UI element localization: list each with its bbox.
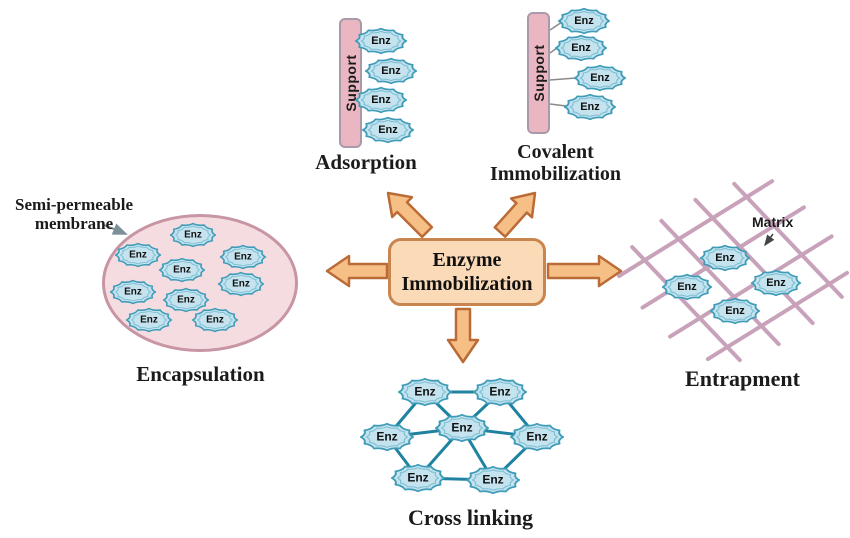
support-label: Support	[530, 44, 547, 102]
enz-blob-text: Enz	[232, 278, 250, 290]
enz-blob-text: Enz	[173, 264, 191, 276]
enz-blob-encapsulation: Enz	[169, 222, 217, 248]
enz-blob-text: Enz	[590, 71, 610, 84]
enz-blob-text: Enz	[371, 34, 391, 47]
enz-blob-text: Enz	[371, 93, 391, 106]
enz-blob-text: Enz	[206, 314, 224, 326]
enz-blob-text: Enz	[677, 280, 697, 293]
cross-linking-label: Cross linking	[408, 505, 533, 530]
enz-blob-text: Enz	[580, 100, 600, 113]
membrane-pointer-arrow	[103, 223, 128, 235]
enz-blob-text: Enz	[381, 64, 401, 77]
covalent-label-line1: Covalent	[517, 141, 594, 163]
enz-blob-encapsulation: Enz	[109, 279, 157, 305]
semi-permeable-annotation-line1: Semi-permeable	[14, 195, 134, 214]
enz-blob-covalent: Enz	[554, 34, 608, 62]
enz-blob-text: Enz	[482, 472, 504, 487]
covalent-label-line2: Immobilization	[489, 163, 622, 185]
radiating-arrows	[325, 191, 623, 364]
adsorption-label: Adsorption	[315, 150, 417, 174]
enz-blob-entrapment: Enz	[661, 273, 713, 301]
enz-blob-cross-linking: Enz	[359, 422, 415, 452]
enz-blob-covalent: Enz	[557, 7, 611, 35]
support-bar-covalent: Support	[527, 12, 550, 134]
enz-blob-encapsulation: Enz	[219, 244, 267, 270]
enz-blob-adsorption: Enz	[354, 86, 408, 114]
center-box: Enzyme Immobilization	[388, 238, 546, 306]
enz-blob-text: Enz	[715, 251, 735, 264]
enz-blob-text: Enz	[414, 384, 436, 399]
enz-blob-text: Enz	[378, 123, 398, 136]
enz-blob-adsorption: Enz	[354, 27, 408, 55]
enz-blob-text: Enz	[571, 41, 591, 54]
enz-blob-covalent: Enz	[573, 64, 627, 92]
enz-blob-text: Enz	[177, 294, 195, 306]
arrow-left	[325, 254, 389, 288]
enz-blob-encapsulation: Enz	[125, 307, 173, 333]
covalent-label: Covalent Immobilization	[468, 141, 643, 185]
enz-blob-text: Enz	[725, 304, 745, 317]
enz-blob-cross-linking: Enz	[472, 377, 528, 407]
enz-blob-text: Enz	[451, 420, 473, 435]
enz-blob-encapsulation: Enz	[162, 287, 210, 313]
enz-blob-text: Enz	[129, 249, 147, 261]
enz-blob-encapsulation: Enz	[217, 271, 265, 297]
enz-blob-text: Enz	[234, 251, 252, 263]
enz-blob-entrapment: Enz	[750, 269, 802, 297]
arrow-down	[446, 307, 480, 364]
enz-blob-encapsulation: Enz	[158, 257, 206, 283]
entrapment-label: Entrapment	[685, 366, 800, 391]
enz-blob-cross-linking: Enz	[390, 463, 446, 493]
enz-blob-text: Enz	[489, 384, 511, 399]
arrow-up-left	[386, 191, 434, 239]
support-bar-adsorption: Support	[339, 18, 362, 148]
enz-blob-cross-linking: Enz	[434, 413, 490, 443]
matrix-pointer-arrow	[764, 233, 775, 247]
enz-blob-adsorption: Enz	[361, 116, 415, 144]
enz-blob-encapsulation: Enz	[114, 242, 162, 268]
matrix-annotation: Matrix	[752, 214, 794, 230]
enz-blob-text: Enz	[140, 314, 158, 326]
enz-blob-text: Enz	[766, 276, 786, 289]
semi-permeable-annotation-line2: membrane	[34, 214, 114, 233]
arrow-up-right	[493, 191, 537, 238]
center-box-title-line1: Enzyme	[432, 249, 502, 271]
enz-blob-text: Enz	[574, 14, 594, 27]
center-box-title-line2: Immobilization	[401, 273, 533, 295]
enz-blob-cross-linking: Enz	[465, 465, 521, 495]
enz-blob-text: Enz	[124, 286, 142, 298]
enz-blob-entrapment: Enz	[709, 297, 761, 325]
enz-blob-encapsulation: Enz	[191, 307, 239, 333]
enz-blob-entrapment: Enz	[699, 244, 751, 272]
enz-blob-cross-linking: Enz	[509, 422, 565, 452]
arrow-right	[546, 254, 623, 288]
enz-blob-adsorption: Enz	[364, 57, 418, 85]
semi-permeable-annotation: Semi-permeable membrane	[0, 195, 148, 233]
enz-blob-covalent: Enz	[563, 93, 617, 121]
enz-blob-text: Enz	[184, 229, 202, 241]
enz-blob-text: Enz	[376, 429, 398, 444]
enz-blob-text: Enz	[407, 470, 429, 485]
encapsulation-label: Encapsulation	[136, 362, 265, 386]
enz-blob-cross-linking: Enz	[397, 377, 453, 407]
enz-blob-text: Enz	[526, 429, 548, 444]
